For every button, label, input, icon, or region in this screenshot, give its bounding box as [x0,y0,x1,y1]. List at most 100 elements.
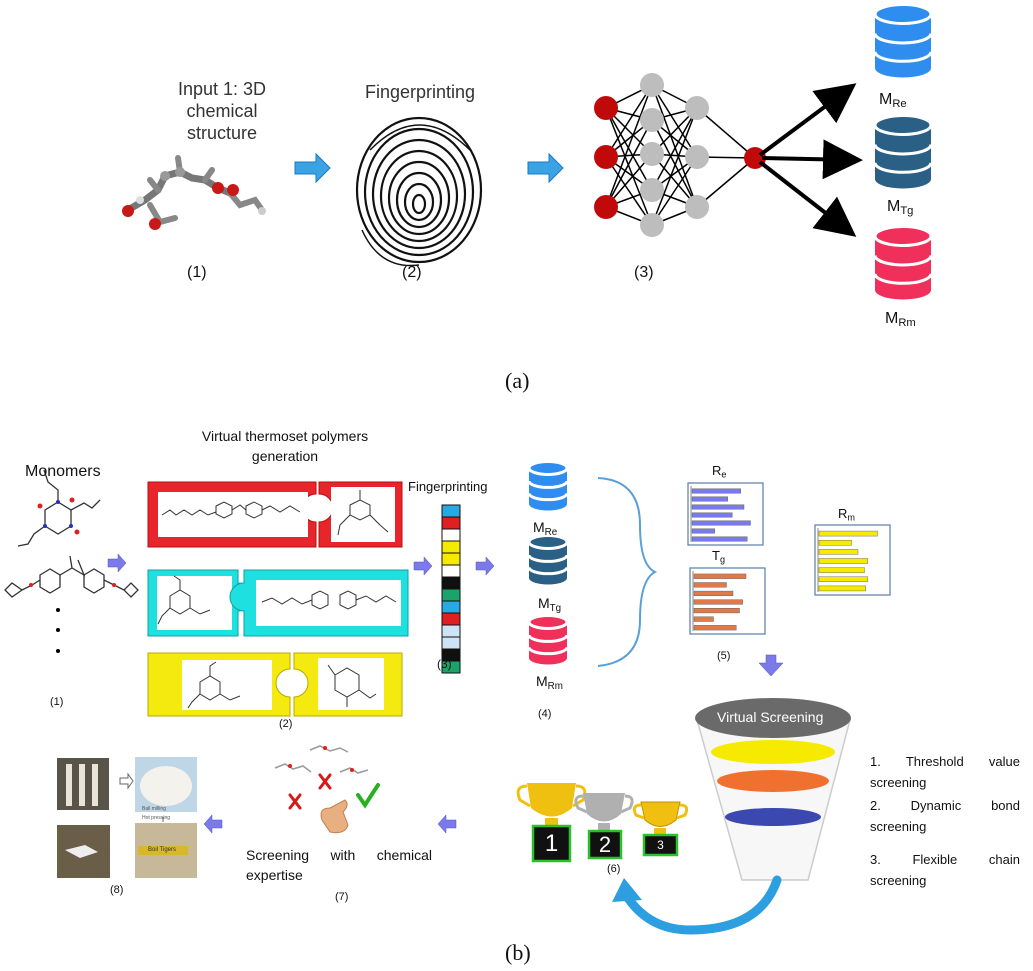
nn-hidden-node [640,178,664,202]
fingerprint-bit [441,516,461,530]
model-label-re-b: MRe [533,519,558,538]
purple-arrow-icon [437,814,457,834]
panel-a-caption: (a) [505,368,530,393]
step-label-a2: (2) [402,264,422,281]
chart-bar [693,599,743,605]
model-database-icons-a [873,2,933,300]
model-label-rm-b: MRm [536,673,563,692]
expertise-check-icons [274,745,380,834]
step-label-b4: (4) [538,708,552,720]
chart-bar [693,608,740,614]
screening-step-1-line1: 1. Threshold value [870,754,1020,769]
return-arrow-icon [612,875,782,935]
database-band [873,51,933,63]
chart-bar [691,512,733,518]
chart-label-re: Re [712,463,727,480]
chart-label-tg: Tg [712,548,726,565]
generation-title-line2: generation [251,448,319,464]
model-label-rm-a: MRm [885,310,916,329]
screening-step-3: 3. Flexible chain screening [870,849,1020,891]
nn-hidden-node [685,195,709,219]
expertise-label-line1: Screening with chemical [246,847,432,863]
expertise-label: Screening with chemical expertise [246,845,432,885]
nn-hidden-node [685,145,709,169]
nn-hidden-node [640,73,664,97]
step-label-b1: (1) [50,696,64,708]
nn-hidden-node [640,213,664,237]
fingerprinting-label-b: Fingerprinting [408,479,488,494]
step-label-b7: (7) [335,891,349,903]
database-band [527,554,569,563]
step-label-b3: (3) [437,657,452,671]
fingerprint-bit [441,660,461,674]
purple-flow-arrows [107,553,784,834]
step-label-b5: (5) [717,650,731,662]
database-top [527,534,569,550]
hot-pressing-label: Hot pressing [142,815,171,821]
database-band [873,273,933,285]
trophy-rank-1: 1 [544,830,559,857]
specimen-label: Boil Tigers [148,847,177,853]
generation-title-line1: Virtual thermoset polymers [201,428,369,444]
output-arrow-icon [758,83,863,237]
fingerprint-bit [441,528,461,542]
database-band [527,492,569,502]
screening-step-1: 1. Threshold value screening [870,751,1020,793]
neural-network-icon [594,73,766,237]
fingerprint-bit [441,612,461,626]
database-bottom [529,497,567,511]
database-bottom [875,169,931,189]
curly-brace-icon [597,477,658,667]
fingerprint-bit [441,504,461,518]
screening-step-2-line1: 2. Dynamic bond [870,798,1020,813]
database-top [527,614,569,630]
chart-bar [693,625,737,631]
chart-bar [693,582,727,588]
database-bottom [529,651,567,665]
screening-step-3-line2: screening [870,873,927,888]
chart-bar [693,573,747,579]
chart-bar [691,496,728,502]
fingerprint-bit [441,624,461,638]
nn-hidden-node [640,108,664,132]
monomers-label: Monomers [25,463,101,480]
polymer-structure-icons [157,490,397,709]
fingerprinting-label-a: Fingerprinting [365,82,476,102]
fingerprint-bit [441,540,461,554]
model-label-re-a: MRe [879,91,907,110]
fingerprint-bit [441,636,461,650]
fingerprint-bit [441,552,461,566]
funnel-title: Virtual Screening [717,709,824,725]
screening-step-3-line1: 3. Flexible chain [870,852,1020,867]
chart-bar [818,540,852,546]
purple-arrow-icon [413,556,433,576]
chart-bar [818,576,868,582]
database-bottom [529,571,567,585]
purple-arrow-icon [203,814,223,834]
database-band [873,144,933,156]
database-band [527,480,569,489]
polymer-puzzle-pieces [147,481,409,717]
nn-input-node [594,145,618,169]
molecule-3d-icon [122,155,266,230]
monomer-bisphenol-icon [4,555,139,598]
screening-step-1-line2: screening [870,775,927,790]
trophy-rank-2: 2 [598,832,612,857]
database-top [873,113,933,137]
chart-bar [691,504,745,510]
nn-hidden-node [640,142,664,166]
fingerprint-vector-bar [441,504,461,674]
fingerprint-icon [355,116,483,267]
trophy-rank-3: 3 [657,838,664,852]
database-band [527,646,569,656]
step-label-b8: (8) [110,884,124,896]
fingerprint-bit [441,576,461,590]
fingerprint-bit [441,588,461,602]
sample-photo-images [57,757,197,878]
chart-label-rm: Rm [838,506,855,523]
fingerprint-bit [441,564,461,578]
fingerprint-bit [441,600,461,614]
step-label-b6: (6) [607,863,621,875]
trophy-ranking-icons [516,783,689,863]
